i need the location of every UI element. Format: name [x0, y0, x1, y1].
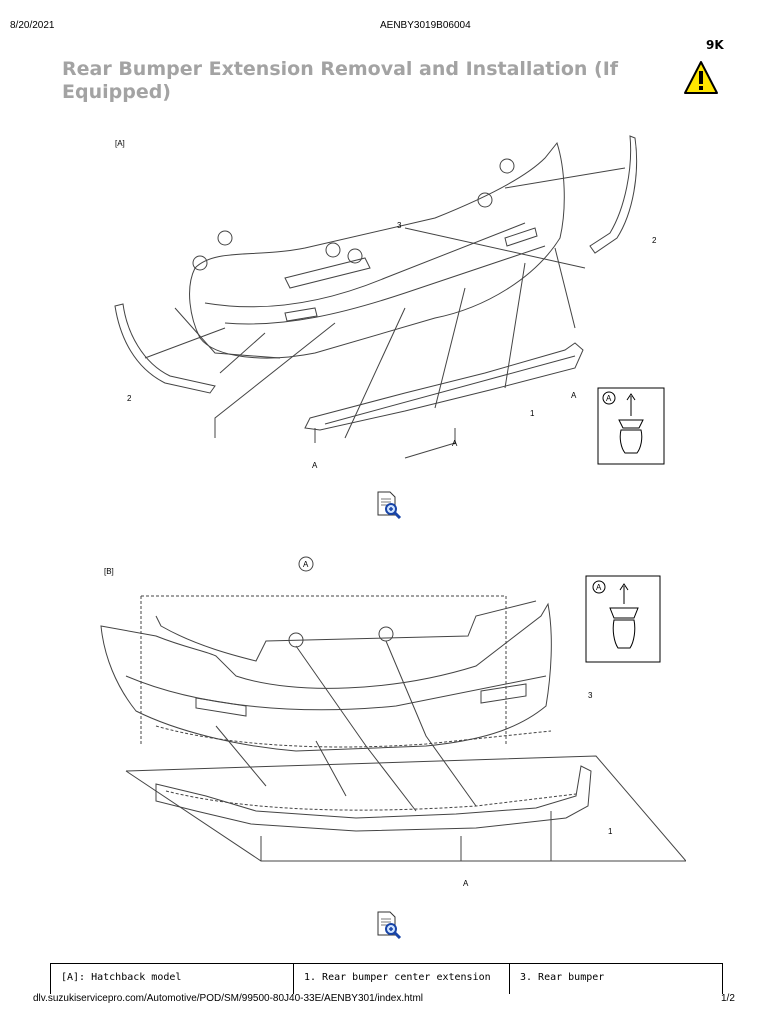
warning-triangle-icon — [684, 61, 718, 94]
zoom-magnifier-icon[interactable] — [376, 491, 402, 519]
figure-a-clip-letter-3: A — [312, 461, 318, 470]
figure-a-inset-letter: A — [606, 394, 612, 403]
figure-a-clip-letter-2: A — [452, 439, 458, 448]
figure-b-clip-letter-bottom: A — [463, 879, 469, 886]
figure-b-callout-3: 3 — [588, 691, 593, 700]
legend-cell-item-3: 3. Rear bumper — [509, 964, 722, 994]
figure-b-inset-letter: A — [596, 583, 602, 592]
footer-page: 1/2 — [721, 993, 735, 1004]
legend-cell-model: [A]: Hatchback model — [61, 972, 182, 983]
figure-a-callout-2-left: 2 — [127, 394, 132, 403]
figure-a-callout-1: 1 — [530, 409, 535, 418]
footer-url: dlv.suzukiservicepro.com/Automotive/POD/… — [33, 993, 423, 1004]
figure-a-hatchback-diagram: [A] 3 2 2 1 A A A A — [114, 135, 665, 470]
figure-a-callout-3: 3 — [397, 221, 402, 230]
figure-b-clip-letter-top: A — [303, 560, 309, 569]
legend-cell-item-1: 1. Rear bumper center extension — [293, 964, 509, 994]
figure-b-label: [B] — [104, 567, 114, 576]
page-title: Rear Bumper Extension Removal and Instal… — [62, 58, 619, 103]
figure-b-diagram: [B] A A 3 1 A — [100, 556, 686, 886]
engine-badge: 9K — [706, 38, 724, 52]
figure-b-callout-1: 1 — [608, 827, 613, 836]
figure-a-clip-letter-1: A — [571, 391, 577, 400]
header-doc-id: AENBY3019B06004 — [380, 20, 471, 31]
figure-a-label: [A] — [115, 139, 125, 148]
legend-table: [A]: Hatchback model 1. Rear bumper cent… — [50, 963, 723, 994]
zoom-magnifier-icon[interactable] — [376, 911, 402, 939]
figure-a-callout-2-right: 2 — [652, 236, 657, 245]
header-date: 8/20/2021 — [10, 20, 55, 31]
